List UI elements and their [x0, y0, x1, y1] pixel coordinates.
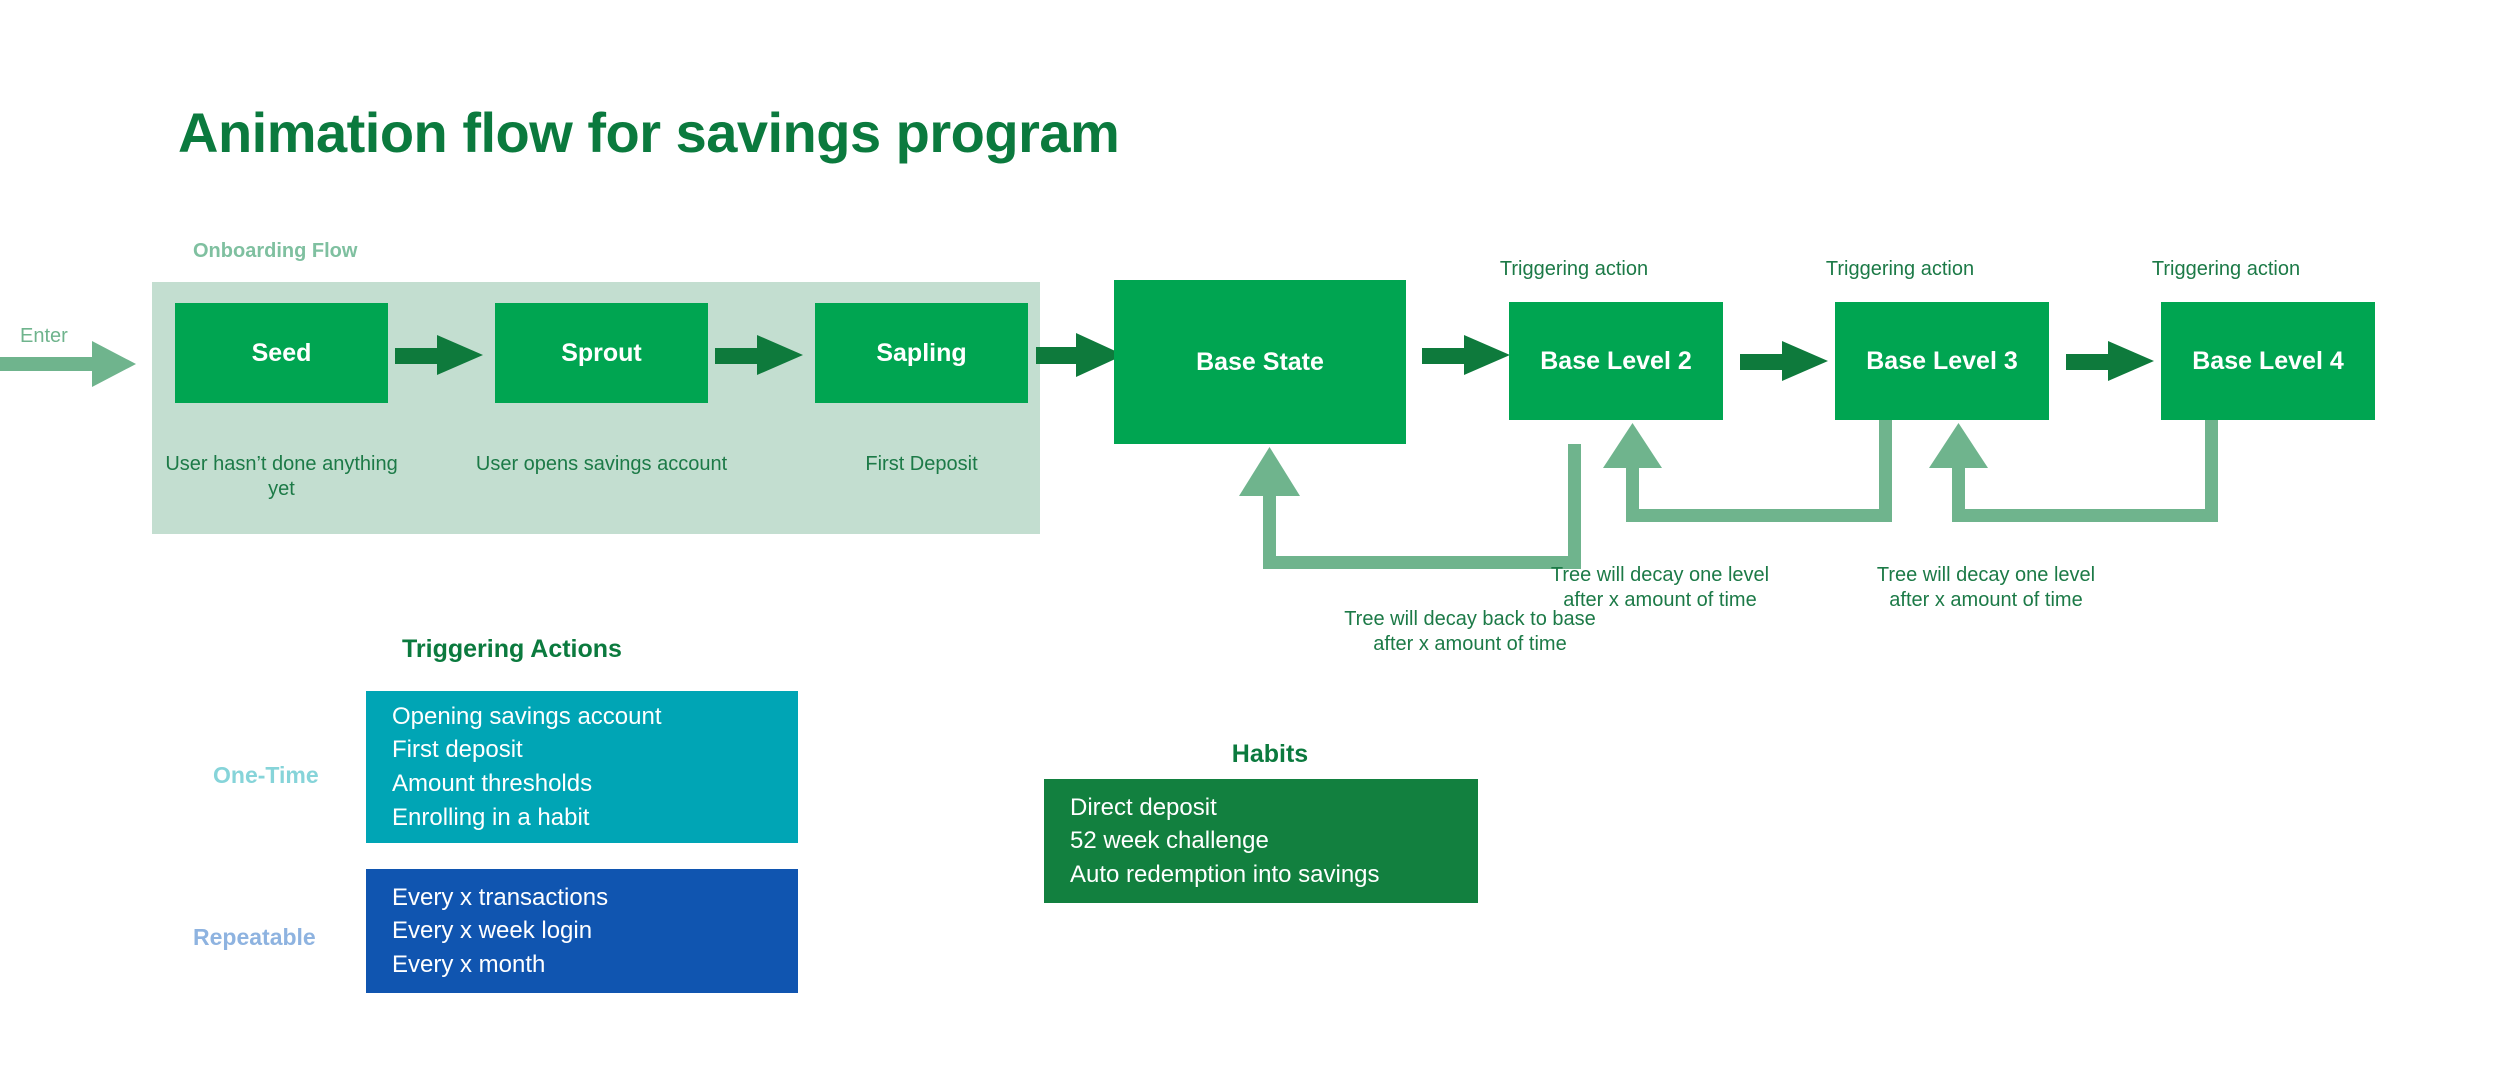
decay-note-base-state: Tree will decay back to base after x amo…	[1250, 607, 1690, 657]
trigger-label-level4: Triggering action	[2151, 258, 2301, 280]
legend-item: Auto redemption into savings	[1070, 860, 1380, 888]
caption-seed: User hasn’t done anything yet	[165, 453, 398, 500]
decay-note-level3-line2: after x amount of time	[1889, 589, 2083, 611]
node-sapling[interactable]: Sapling	[815, 303, 1028, 403]
node-seed-label: Seed	[251, 338, 312, 367]
legend-tag-repeatable: Repeatable	[193, 924, 316, 950]
legend-item: 52 week challenge	[1070, 827, 1269, 855]
enter-arrow-icon	[0, 341, 136, 387]
legend-box-habits: Direct deposit 52 week challenge Auto re…	[1044, 779, 1478, 903]
node-base-level-3-label: Base Level 3	[1866, 346, 2018, 375]
decay-note-base-state-line2: after x amount of time	[1373, 633, 1567, 655]
decay-loop-level2-icon	[1603, 420, 1892, 522]
trigger-label-level3: Triggering action	[1825, 258, 1975, 280]
decay-note-level2-line2: after x amount of time	[1563, 589, 1757, 611]
node-sapling-label: Sapling	[876, 338, 967, 367]
node-sprout-label: Sprout	[561, 338, 642, 367]
legend-item: Amount thresholds	[392, 770, 593, 797]
node-base-state-label: Base State	[1196, 347, 1324, 376]
legend-item: Every x transactions	[392, 883, 609, 911]
decay-note-level3: Tree will decay one level after x amount…	[1836, 563, 2136, 613]
trigger-label-level2: Triggering action	[1499, 258, 1649, 280]
node-base-level-2-label: Base Level 2	[1540, 346, 1692, 375]
legend-item: Every x month	[392, 950, 546, 978]
caption-sapling: First Deposit	[865, 453, 978, 475]
node-base-state[interactable]: Base State	[1114, 280, 1406, 444]
legend-box-repeatable: Every x transactions Every x week login …	[366, 869, 798, 993]
arrow-level3-to-level4-icon	[2066, 341, 2154, 381]
legend-item: Opening savings account	[392, 702, 662, 730]
enter-label: Enter	[20, 325, 68, 347]
decay-note-level3-line1: Tree will decay one level	[1876, 564, 2096, 586]
legend-item: Direct deposit	[1070, 793, 1217, 821]
node-base-level-4-label: Base Level 4	[2192, 346, 2344, 375]
node-base-level-3[interactable]: Base Level 3	[1835, 302, 2049, 420]
arrow-base-state-to-level2-icon	[1422, 335, 1510, 375]
arrow-level2-to-level3-icon	[1740, 341, 1828, 381]
decay-note-level2: Tree will decay one level after x amount…	[1510, 563, 1810, 613]
legend-item: Every x week login	[392, 917, 593, 945]
caption-sprout: User opens savings account	[475, 453, 728, 475]
decay-note-level2-line1: Tree will decay one level	[1550, 564, 1770, 586]
legend-item: Enrolling in a habit	[392, 803, 590, 831]
legend-item: First deposit	[392, 736, 523, 764]
triggering-actions-heading: Triggering Actions	[402, 635, 622, 663]
legend-tag-one-time: One-Time	[213, 762, 319, 788]
page-title: Animation flow for savings program	[178, 101, 1120, 164]
node-base-level-4[interactable]: Base Level 4	[2161, 302, 2375, 420]
onboarding-flow-label: Onboarding Flow	[193, 240, 358, 262]
node-sprout[interactable]: Sprout	[495, 303, 708, 403]
decay-loop-level3-icon	[1929, 420, 2218, 522]
legend-box-one-time: Opening savings account First deposit Am…	[366, 691, 798, 843]
decay-loop-base-state-icon	[1239, 444, 1581, 569]
node-base-level-2[interactable]: Base Level 2	[1509, 302, 1723, 420]
decay-note-base-state-line1: Tree will decay back to base	[1344, 608, 1596, 630]
habits-heading: Habits	[1231, 740, 1309, 768]
arrow-seed-to-sprout-icon	[395, 335, 483, 375]
arrow-sprout-to-sapling-icon	[715, 335, 803, 375]
node-seed[interactable]: Seed	[175, 303, 388, 403]
arrow-sapling-to-base-state-icon	[1036, 333, 1124, 377]
